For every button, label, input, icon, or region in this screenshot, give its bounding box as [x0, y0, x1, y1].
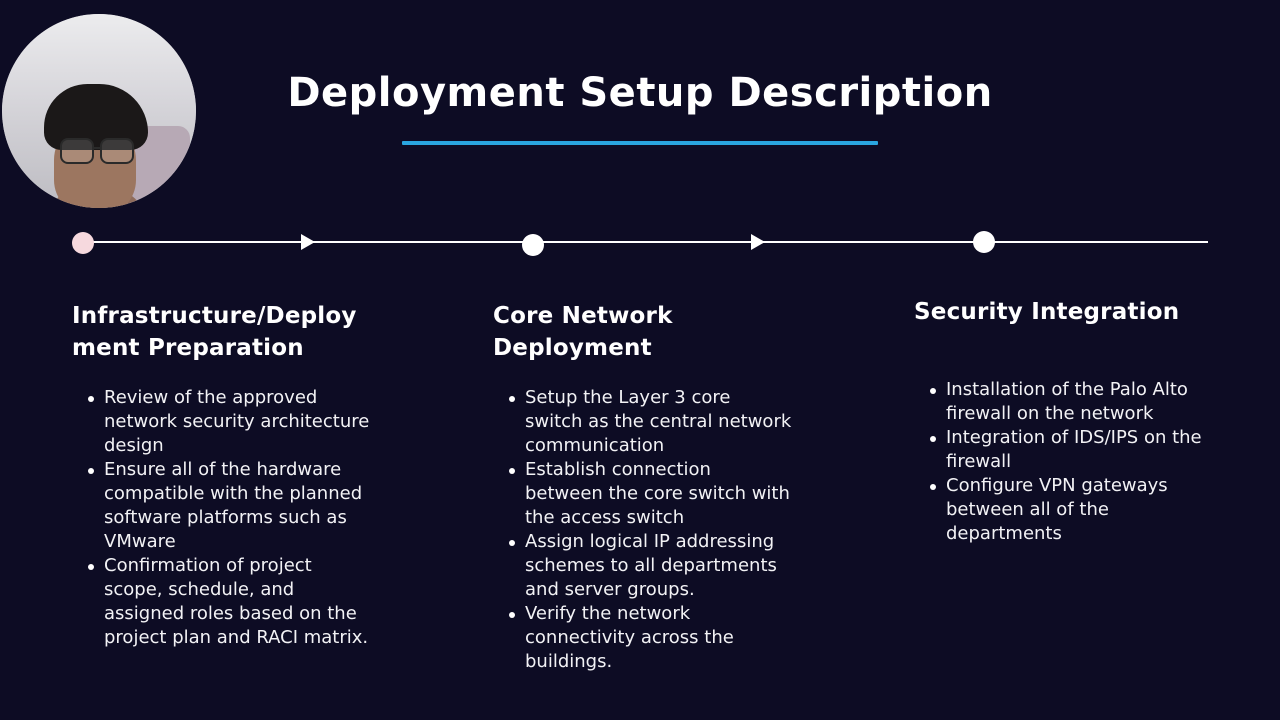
- stage-security-integration: Security Integration Installation of the…: [914, 296, 1244, 546]
- timeline-arrow-2: [751, 234, 765, 250]
- timeline-node-1: [72, 232, 94, 254]
- stage-heading: Infrastructure/Deployment Preparation: [72, 303, 357, 361]
- stage-heading: Security Integration: [914, 299, 1180, 325]
- presenter-glasses-right: [100, 138, 134, 164]
- bullet-item: Configure VPN gateways between all of th…: [930, 474, 1216, 546]
- timeline-node-2: [522, 234, 544, 256]
- timeline-node-3: [973, 231, 995, 253]
- timeline-arrow-1: [301, 234, 315, 250]
- bullet-item: Assign logical IP addressing schemes to …: [509, 530, 793, 602]
- bullet-item: Review of the approved network security …: [88, 386, 372, 458]
- stage-bullet-list: Installation of the Palo Alto firewall o…: [914, 378, 1216, 546]
- bullet-item: Installation of the Palo Alto firewall o…: [930, 378, 1216, 426]
- stage-core-network: Core Network Deployment Setup the Layer …: [493, 300, 793, 674]
- stage-bullet-list: Setup the Layer 3 core switch as the cen…: [493, 386, 793, 674]
- stage-bullet-list: Review of the approved network security …: [72, 386, 372, 650]
- stage-infrastructure: Infrastructure/Deployment Preparation Re…: [72, 300, 372, 650]
- presenter-glasses-bridge: [92, 147, 100, 149]
- bullet-item: Ensure all of the hardware compatible wi…: [88, 458, 372, 554]
- slide-title: Deployment Setup Description: [287, 70, 993, 116]
- bullet-item: Confirmation of project scope, schedule,…: [88, 554, 372, 650]
- presenter-glasses-left: [60, 138, 94, 164]
- bullet-item: Verify the network connectivity across t…: [509, 602, 793, 674]
- bullet-item: Establish connection between the core sw…: [509, 458, 793, 530]
- stage-heading: Core Network Deployment: [493, 303, 673, 361]
- presenter-webcam: [2, 14, 196, 208]
- timeline-line: [84, 241, 1208, 243]
- bullet-item: Integration of IDS/IPS on the firewall: [930, 426, 1216, 474]
- bullet-item: Setup the Layer 3 core switch as the cen…: [509, 387, 792, 456]
- title-underline: [402, 141, 878, 145]
